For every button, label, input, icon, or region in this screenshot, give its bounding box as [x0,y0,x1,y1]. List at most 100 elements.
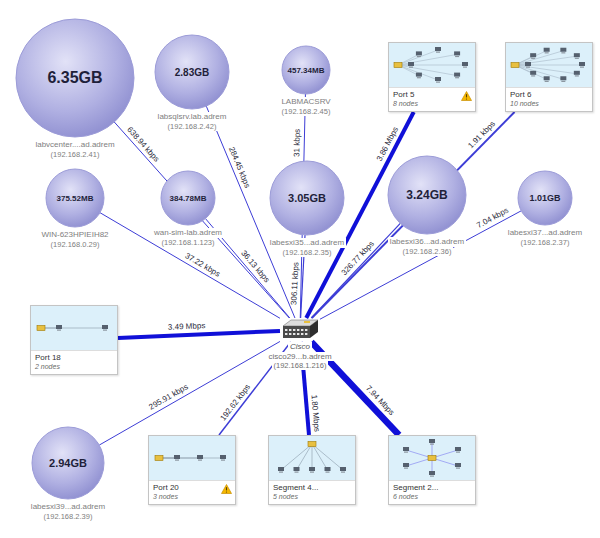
switch-port [297,329,299,331]
bandwidth-label: 3.49 Mbps [168,322,206,332]
port-name: Port 6 [510,90,531,100]
traffic-link [118,331,280,338]
switch-front [283,326,310,338]
switch-port [289,333,291,335]
bubble-shape [282,46,330,94]
node-count: 2 nodes [35,363,60,371]
bubble-shape [155,35,229,109]
device-base [326,472,330,473]
ip-address: (192.168.2.36) [401,247,454,256]
thumbnail-ground [269,436,355,480]
bubble-holder: 3.24GB [387,155,467,235]
device-icon [454,73,460,77]
thumbnail-caption: Port 610 nodes [506,87,592,111]
device-base [526,67,530,68]
bubble-holder: 1.01GB [517,170,573,226]
thumbnail-picture [269,436,355,480]
device-icon [325,467,331,471]
device-icon [416,73,422,77]
device-icon [429,439,435,443]
thumbnail-link [159,458,223,459]
device-base [545,81,549,82]
device-icon [454,51,460,55]
device-icon [574,71,580,75]
thumbnail-picture [506,43,592,87]
node-count: 6 nodes [393,493,418,501]
device-base [436,52,440,53]
device-icon [435,77,441,81]
host-name: labesxi35...ad.adrem [268,238,346,248]
hub-icon [428,456,436,461]
device-icon [278,467,284,471]
device-base [404,452,408,453]
device-icon [403,447,409,451]
host-bubble: 457.34MBLABMACSRV(192.168.2.45) [279,45,332,116]
thumbnail-link [297,444,313,470]
warning-mark [466,94,467,97]
traffic-volume: 457.34MB [288,66,325,75]
switch-port [289,329,291,331]
device-icon [574,53,580,57]
device-base [580,67,584,68]
bandwidth-label: 31 kbps [293,129,302,157]
device-icon [403,463,409,467]
thumbnail-link [398,50,438,65]
device-icon [560,48,566,52]
switch-port [293,333,295,335]
thumbnail-link [312,444,328,470]
host-name: WIN-623HPIEIH82 [39,230,110,240]
device-icon [579,62,585,66]
device-icon [197,455,203,459]
device-icon [309,467,315,471]
device-base [430,476,434,477]
device-base [561,81,565,82]
bubble-holder: 2.83GB [154,34,230,110]
host-bubble: 375.52MBWIN-623HPIEIH82(192.168.0.29) [39,168,110,249]
device-icon [544,76,550,80]
bandwidth-label: 638.94 kbps [125,125,160,163]
bubble-shape [16,19,134,137]
device-icon [220,455,226,459]
device-icon [102,325,108,329]
hub-icon [511,63,519,68]
device-base [221,460,225,461]
switch-port [297,333,299,335]
host-bubble: 384.78MBwan-sim-lab.adrem(192.168.1.123) [152,170,224,247]
traffic-link [99,341,280,445]
ip-address: (192.168.2.41) [49,150,102,159]
ip-address: (192.168.2.45) [280,107,333,116]
device-icon [408,62,414,66]
hub-icon [308,442,316,447]
device-base [175,460,179,461]
traffic-volume: 3.24GB [406,188,447,202]
bandwidth-label: 192.62 kbps [219,383,252,422]
hub-icon [155,456,163,461]
device-icon [56,325,62,329]
hub-icon [37,326,45,331]
host-bubble: 3.24GBlabesxi36...ad.adrem(192.168.2.36) [387,155,467,256]
port-thumbnail: Segment 2...6 nodes [388,435,476,505]
bubble-shape [518,171,572,225]
switch-port [301,333,303,335]
traffic-link [312,112,515,318]
switch-port [305,329,307,331]
warning-dot [226,491,227,492]
device-base [310,472,314,473]
device-base [409,67,413,68]
thumbnail-picture [31,306,117,350]
device-icon [294,467,300,471]
port-name: Port 18 [35,353,61,363]
bandwidth-label: 1.80 Mbps [310,394,321,432]
bubble-shape [32,427,104,499]
host-name: labvcenter....ad.adrem [33,140,116,150]
warning-triangle [462,92,472,101]
device-icon [462,62,468,66]
device-icon [530,53,536,57]
device-base [341,472,345,473]
warning-triangle [222,485,232,494]
thumbnail-link [515,51,547,65]
device-icon [544,48,550,52]
bubble-holder: 2.94GB [31,426,105,500]
device-base [561,52,565,53]
